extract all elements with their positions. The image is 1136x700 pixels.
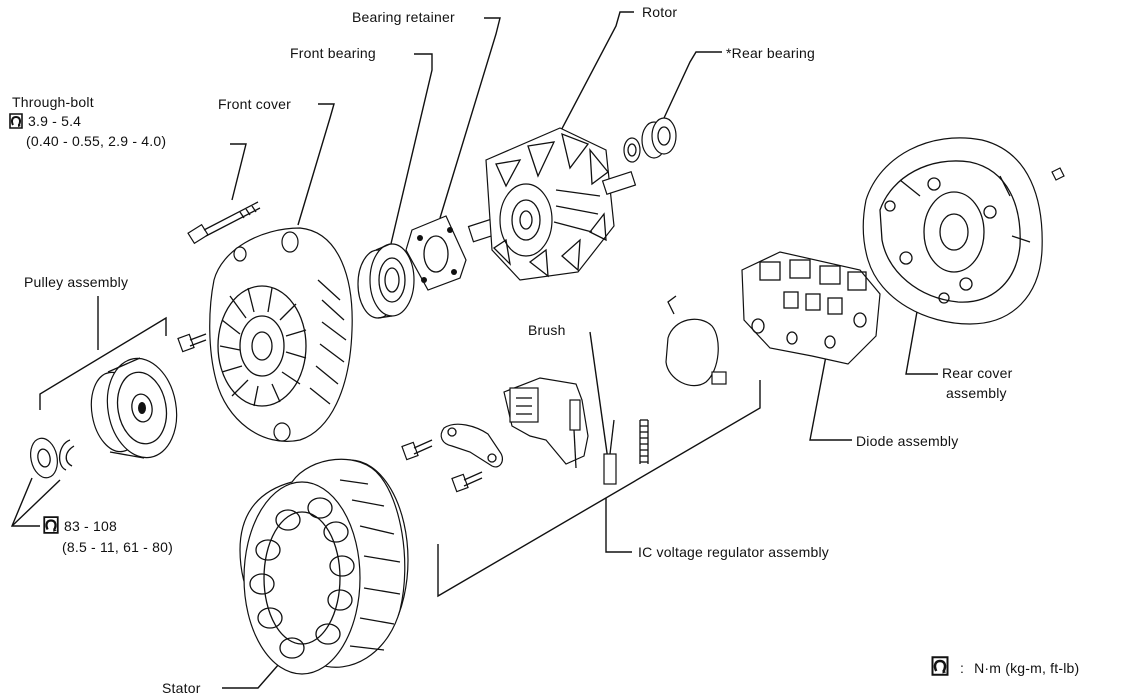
- screws: [177, 167, 1065, 493]
- label-rotor: Rotor: [642, 4, 678, 20]
- rotor-part: [467, 127, 637, 281]
- leader-ic-stem: [605, 498, 632, 553]
- diode-assembly-part: [741, 251, 881, 365]
- leader-bearing-retainer: [439, 17, 501, 219]
- leader-rotor: [555, 11, 634, 141]
- label-bearing-retainer: Bearing retainer: [352, 9, 455, 25]
- leader-front-bearing: [389, 53, 433, 249]
- torque-wrench-icon: [8, 113, 24, 132]
- label-through-bolt: Through-bolt: [12, 94, 94, 110]
- label-ic-regulator: IC voltage regulator assembly: [638, 544, 829, 560]
- label-brush: Brush: [528, 322, 566, 338]
- label-pulley-torque: 83 - 108: [42, 516, 117, 537]
- rear-bearing-part: [623, 117, 677, 163]
- label-pulley-assembly: Pulley assembly: [24, 274, 129, 290]
- label-rear-cover-1: Rear cover: [942, 365, 1013, 381]
- legend-colon: :: [960, 660, 965, 676]
- legend: : N·m (kg-m, ft-lb): [930, 656, 1079, 679]
- label-pulley-torque-alt: (8.5 - 11, 61 - 80): [62, 539, 173, 555]
- leader-pulley-torque-a: [10, 477, 40, 527]
- stator-part: [239, 458, 409, 675]
- label-through-bolt-torque-alt: (0.40 - 0.55, 2.9 - 4.0): [26, 133, 167, 149]
- leader-rear-bearing: [663, 51, 722, 119]
- leader-ic-bracket: [437, 380, 761, 598]
- ic-regulator-part: [440, 295, 727, 485]
- leader-through-bolt: [230, 143, 247, 201]
- label-front-cover: Front cover: [218, 96, 291, 112]
- label-through-bolt-torque: 3.9 - 5.4: [8, 113, 81, 132]
- leader-rear-cover: [905, 305, 938, 375]
- front-bearing-part: [357, 243, 415, 319]
- label-rear-bearing: *Rear bearing: [726, 45, 815, 61]
- label-diode-assembly: Diode assembly: [856, 433, 959, 449]
- label-rear-cover-2: assembly: [946, 385, 1007, 401]
- leader-diode: [809, 355, 852, 441]
- through-bolt-part: [187, 201, 261, 245]
- leader-front-cover: [297, 103, 335, 226]
- torque-wrench-icon: [930, 656, 950, 679]
- pulley-part: [30, 357, 178, 479]
- leader-brush: [589, 331, 609, 461]
- label-front-bearing: Front bearing: [290, 45, 376, 61]
- legend-unit-text: N·m (kg-m, ft-lb): [974, 660, 1080, 676]
- through-bolt-torque-value: 3.9 - 5.4: [28, 113, 82, 129]
- leader-pulley-bracket: [39, 316, 167, 410]
- torque-wrench-icon: [42, 516, 60, 537]
- leader-lines: [10, 11, 938, 689]
- pulley-torque-value: 83 - 108: [64, 518, 117, 534]
- front-cover-part: [209, 227, 353, 442]
- rear-cover-part: [862, 137, 1043, 325]
- leader-pulley-torque-b: [11, 479, 61, 527]
- bearing-retainer-part: [405, 215, 467, 291]
- label-stator: Stator: [162, 680, 201, 696]
